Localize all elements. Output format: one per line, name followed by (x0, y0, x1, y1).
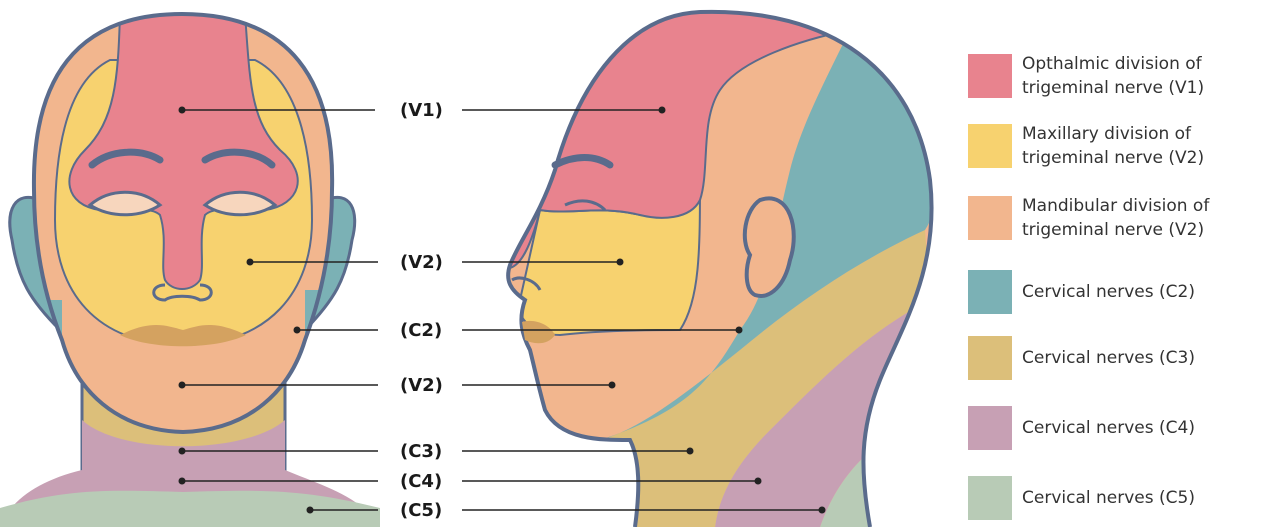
legend-label-c3: Cervical nerves (C3) (1022, 346, 1195, 370)
legend-swatch-c4 (968, 406, 1012, 450)
legend-item-c5: Cervical nerves (C5) (968, 476, 1267, 520)
callout-c2: (C2) (400, 320, 442, 341)
dermatome-diagram: (V1) (V2) (C2) (V2) (C3) (C4) (C5) (0, 0, 960, 527)
legend-swatch-c5 (968, 476, 1012, 520)
legend-label-v2: Maxillary division of trigeminal nerve (… (1022, 122, 1204, 170)
legend-label-v1: Opthalmic division of trigeminal nerve (… (1022, 52, 1204, 100)
legend-item-v2: Maxillary division of trigeminal nerve (… (968, 122, 1267, 170)
callout-v2-upper: (V2) (400, 252, 443, 273)
legend-swatch-c2 (968, 270, 1012, 314)
legend-item-c4: Cervical nerves (C4) (968, 406, 1267, 450)
callout-c4: (C4) (400, 471, 442, 492)
callout-v2-lower: (V2) (400, 375, 443, 396)
legend-swatch-v1 (968, 54, 1012, 98)
legend-label-c2: Cervical nerves (C2) (1022, 280, 1195, 304)
callout-c5: (C5) (400, 500, 442, 521)
legend-item-c2: Cervical nerves (C2) (968, 270, 1267, 314)
legend-label-v3: Mandibular division of trigeminal nerve … (1022, 194, 1209, 242)
callout-c3: (C3) (400, 441, 442, 462)
legend-swatch-c3 (968, 336, 1012, 380)
callout-v1: (V1) (400, 100, 443, 121)
legend-item-v1: Opthalmic division of trigeminal nerve (… (968, 52, 1267, 100)
legend-item-v3: Mandibular division of trigeminal nerve … (968, 194, 1267, 242)
front-head (0, 10, 380, 527)
legend-item-c3: Cervical nerves (C3) (968, 336, 1267, 380)
legend-label-c5: Cervical nerves (C5) (1022, 486, 1195, 510)
legend-label-c4: Cervical nerves (C4) (1022, 416, 1195, 440)
side-head (500, 0, 960, 527)
legend-swatch-v3 (968, 196, 1012, 240)
legend-swatch-v2 (968, 124, 1012, 168)
